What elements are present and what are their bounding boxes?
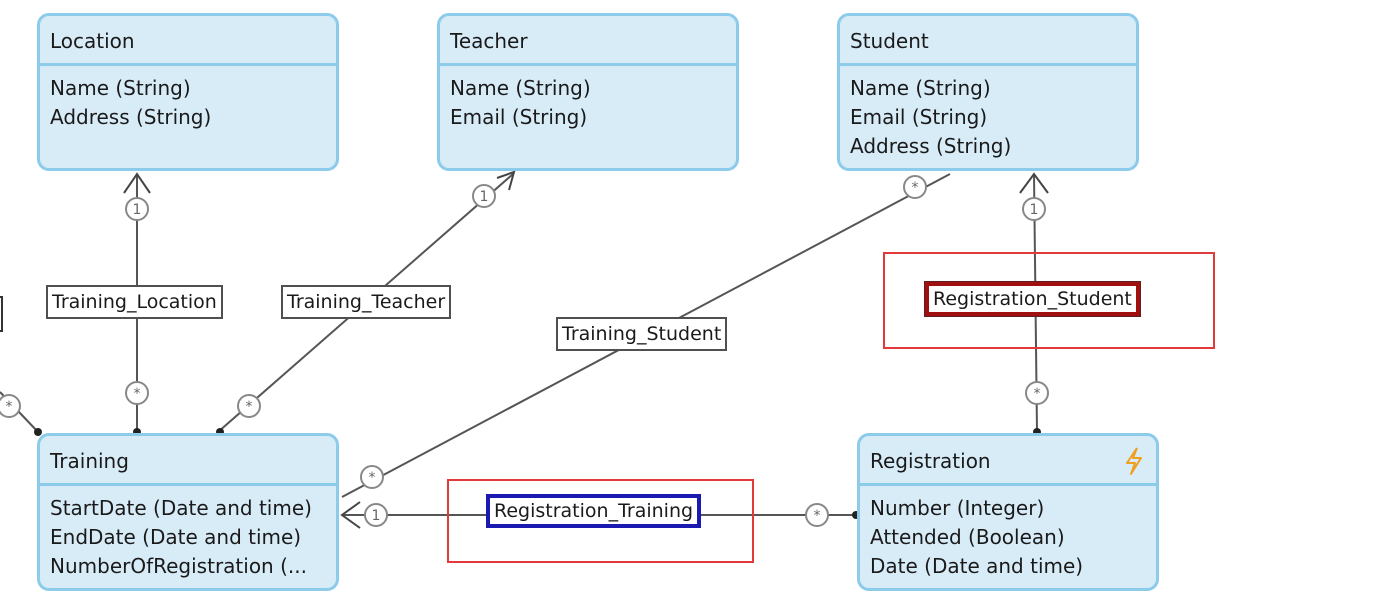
entity-attribute[interactable]: Number (Integer) xyxy=(870,496,1045,520)
entity-training[interactable]: Training StartDate (Date and time) EndDa… xyxy=(37,433,339,591)
entity-attribute[interactable]: Address (String) xyxy=(850,134,1012,158)
entity-attribute[interactable]: NumberOfRegistration (... xyxy=(50,554,307,578)
multiplicity-one-registration-training: 1 xyxy=(364,503,388,527)
entity-attribute[interactable]: Email (String) xyxy=(450,105,588,129)
entity-attribute[interactable]: Name (String) xyxy=(850,76,991,100)
arrow-head-teacher xyxy=(496,170,516,191)
multiplicity-many-location: * xyxy=(125,381,149,405)
association-label-training-location[interactable]: Training_Location xyxy=(46,285,223,319)
entity-name: Registration xyxy=(870,449,991,473)
entity-attribute[interactable]: Address (String) xyxy=(50,105,212,129)
multiplicity-many-registration-student: * xyxy=(1025,381,1049,405)
entity-name: Student xyxy=(840,16,1136,66)
multiplicity-one-location: 1 xyxy=(125,197,149,221)
entity-attribute[interactable]: Date (Date and time) xyxy=(870,554,1084,578)
multiplicity-many-student-top: * xyxy=(903,175,927,199)
entity-attribute[interactable]: StartDate (Date and time) xyxy=(50,496,312,520)
entity-name: Teacher xyxy=(440,16,736,66)
multiplicity-text: * xyxy=(912,180,919,196)
entity-attribute[interactable]: Attended (Boolean) xyxy=(870,525,1065,549)
arrow-head-location xyxy=(123,172,151,194)
entity-attribute[interactable]: Email (String) xyxy=(850,105,988,129)
entity-location[interactable]: Location Name (String) Address (String) xyxy=(37,13,339,171)
entity-student[interactable]: Student Name (String) Email (String) Add… xyxy=(837,13,1139,171)
multiplicity-text: 1 xyxy=(372,508,381,524)
arrow-head-student xyxy=(1019,172,1049,194)
entity-attribute[interactable]: Name (String) xyxy=(50,76,191,100)
entity-name: Location xyxy=(40,16,336,66)
highlight-box-registration-training xyxy=(447,479,754,563)
entity-attribute[interactable]: Name (String) xyxy=(450,76,591,100)
arrow-head-training xyxy=(340,501,361,529)
multiplicity-many-student-bottom: * xyxy=(360,465,384,489)
multiplicity-text: 1 xyxy=(1030,202,1039,218)
multiplicity-text: * xyxy=(6,399,13,415)
multiplicity-text: * xyxy=(369,470,376,486)
multiplicity-text: 1 xyxy=(133,202,142,218)
multiplicity-many-stray: * xyxy=(0,394,21,418)
multiplicity-many-registration-training: * xyxy=(805,503,829,527)
association-label-training-student[interactable]: Training_Student xyxy=(556,317,728,351)
association-label-registration-student[interactable]: Registration_Student xyxy=(924,281,1141,317)
entity-teacher[interactable]: Teacher Name (String) Email (String) xyxy=(437,13,739,171)
multiplicity-text: 1 xyxy=(480,189,489,205)
multiplicity-text: * xyxy=(1034,386,1041,402)
event-handler-icon[interactable] xyxy=(1122,446,1146,476)
end-dot xyxy=(34,428,42,436)
multiplicity-one-registration-student: 1 xyxy=(1022,197,1046,221)
offscreen-label-fragment[interactable] xyxy=(0,296,3,332)
entity-attribute[interactable]: EndDate (Date and time) xyxy=(50,525,302,549)
multiplicity-text: * xyxy=(814,508,821,524)
multiplicity-one-teacher: 1 xyxy=(472,184,496,208)
highlight-box-registration-student xyxy=(883,252,1215,349)
association-label-training-teacher[interactable]: Training_Teacher xyxy=(281,285,452,319)
multiplicity-text: * xyxy=(134,386,141,402)
association-label-registration-training[interactable]: Registration_Training xyxy=(486,494,702,528)
multiplicity-many-teacher: * xyxy=(237,394,261,418)
entity-name: Training xyxy=(40,436,336,486)
entity-registration[interactable]: Registration Number (Integer) Attended (… xyxy=(857,433,1159,591)
multiplicity-text: * xyxy=(246,399,253,415)
